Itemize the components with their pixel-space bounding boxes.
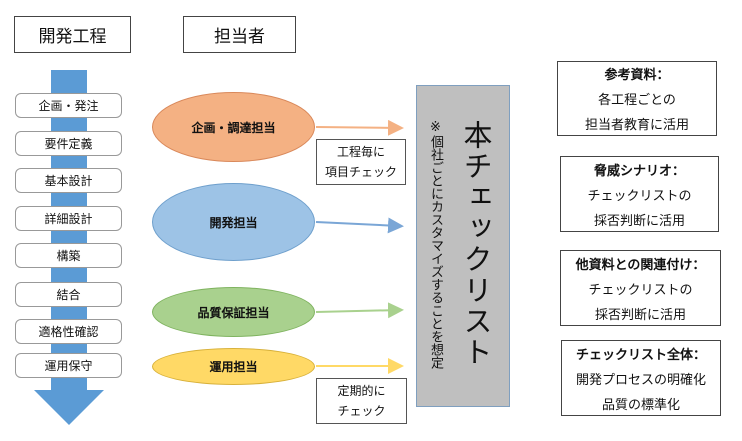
note-per-stage: 工程毎に 項目チェック [316,139,406,185]
threat-scenario-box: 脅威シナリオ： チェックリストの 採否判断に活用 [560,156,719,232]
note-periodic: 定期的に チェック [316,378,407,424]
arrow-quality [315,302,404,319]
checklist-overall-box: チェックリスト全体： 開発プロセスの明確化 品質の標準化 [561,340,721,416]
stage-construction: 構築 [15,243,122,268]
related-materials-box: 他資料との関連付け： チェックリストの 採否判断に活用 [560,250,721,326]
stage-qualification: 適格性確認 [15,319,122,344]
checklist-title: 本チェックリスト [459,120,493,368]
owner-header-label: 担当者 [214,27,265,47]
stage-detailed-design: 詳細設計 [15,206,122,231]
process-header: 開発工程 [14,16,131,53]
stage-basic-design: 基本設計 [15,168,122,193]
reference-materials-box: 参考資料： 各工程ごとの 担当者教育に活用 [557,61,717,136]
owner-quality-assurance: 品質保証担当 [152,287,315,337]
owner-planning-procurement: 企画・調達担当 [152,92,315,162]
arrow-planning [315,119,404,136]
stage-integration: 結合 [15,282,122,307]
owner-development: 開発担当 [152,183,315,261]
checklist-box: 本チェックリスト ※個社ごとにカスタマイズすることを想定 [416,85,510,407]
stage-operation: 運用保守 [15,353,122,378]
stage-planning: 企画・発注 [15,93,122,118]
checklist-subtitle: ※個社ごとにカスタマイズすることを想定 [428,120,443,369]
stage-requirements: 要件定義 [15,131,122,156]
owner-header: 担当者 [183,16,296,53]
owner-operations: 運用担当 [152,348,315,385]
arrow-development [315,217,404,234]
process-header-label: 開発工程 [38,27,107,47]
